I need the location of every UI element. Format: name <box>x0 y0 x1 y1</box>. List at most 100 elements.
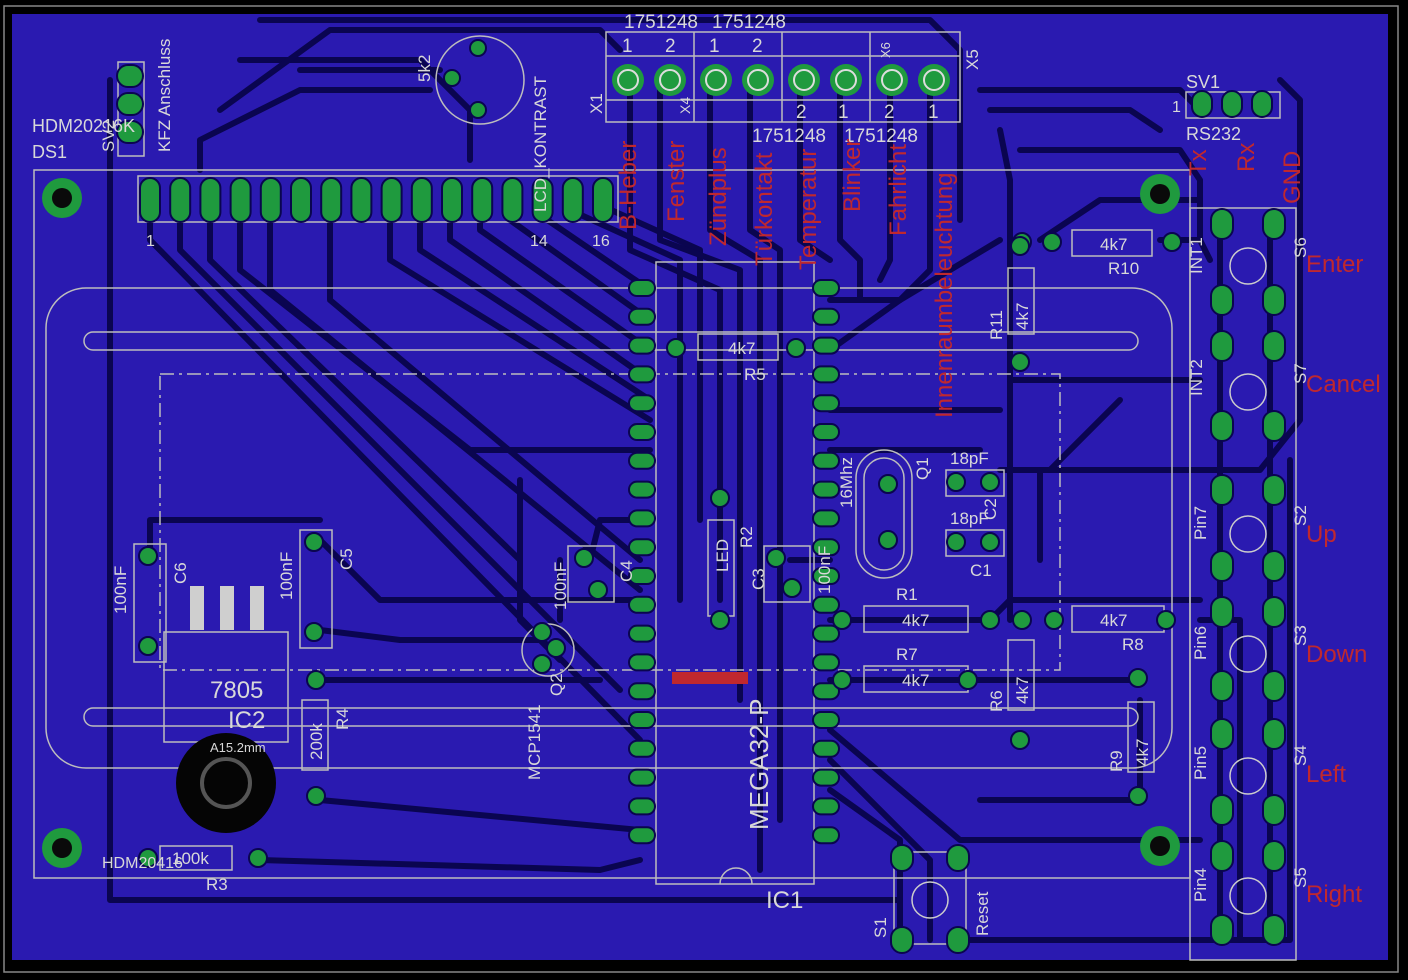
pad <box>878 530 898 550</box>
pad <box>628 451 656 470</box>
label-x1: X1 <box>587 93 606 114</box>
pad <box>946 926 970 954</box>
pad <box>812 538 840 557</box>
label-q1: Q1 <box>913 457 932 480</box>
r4-body <box>301 699 329 771</box>
label-c2-value: 18pF <box>950 449 989 468</box>
pad <box>812 451 840 470</box>
label-pin: 2 <box>884 102 895 123</box>
label-mid-numbers-a: 1751248 <box>752 126 826 147</box>
pad <box>1210 794 1234 826</box>
label-c1: C1 <box>970 561 992 580</box>
label-innenraum: Innenraumbeleuchtung <box>931 172 958 418</box>
label-gnd: GND <box>1279 151 1306 204</box>
pad <box>1210 596 1234 628</box>
pad <box>980 532 1000 552</box>
pad <box>532 654 552 674</box>
c1-outline <box>945 529 1005 557</box>
pad <box>628 279 656 297</box>
pad <box>786 338 806 358</box>
pad <box>628 509 656 528</box>
pad <box>832 610 852 630</box>
pad <box>1221 90 1243 118</box>
label-r7: R7 <box>896 645 918 664</box>
pad <box>812 797 840 816</box>
label-x6: X6 <box>878 42 893 58</box>
pad <box>812 682 840 701</box>
c2-outline <box>945 469 1005 497</box>
label-int1: INT1 <box>1187 237 1206 274</box>
r6-body <box>1007 639 1035 711</box>
label-pin6: Pin6 <box>1191 626 1210 660</box>
pad <box>812 567 840 585</box>
pad <box>832 670 852 690</box>
label-temperatur: Temperatur <box>795 149 822 270</box>
pad <box>1262 330 1286 362</box>
pad <box>812 279 840 297</box>
lcd-glass-bottom <box>83 707 1139 727</box>
label-pin: 1 <box>709 36 720 57</box>
pad <box>812 394 840 413</box>
pad <box>628 423 656 441</box>
pad <box>1262 410 1286 442</box>
pad <box>561 177 584 223</box>
label-r4-value: 200k <box>307 723 326 760</box>
pad <box>628 567 656 585</box>
c6-outline <box>133 543 167 663</box>
pad <box>980 472 1000 492</box>
label-s4: S4 <box>1291 745 1310 766</box>
regulator-legs <box>190 586 264 630</box>
silkscreen-outlines <box>33 31 1297 961</box>
label-reset: Reset <box>973 891 992 936</box>
label-pot-value: 5k2 <box>415 55 434 82</box>
ic1-notch <box>719 867 753 885</box>
pad <box>1262 474 1286 506</box>
pad <box>259 177 282 223</box>
label-r3: R3 <box>206 875 228 894</box>
pad <box>1128 786 1148 806</box>
label-r7-value: 4k7 <box>902 671 929 690</box>
label-pin: 1 <box>838 102 849 123</box>
label-enter: Enter <box>1306 251 1363 278</box>
pad <box>1044 610 1064 630</box>
pad <box>1262 550 1286 582</box>
pad <box>1210 840 1234 872</box>
label-pin: 2 <box>796 102 807 123</box>
pad <box>306 786 326 806</box>
pad <box>628 394 656 413</box>
label-bheber: B-Heber <box>615 141 642 230</box>
pad <box>628 307 656 326</box>
label-c3-value: 100nF <box>815 546 834 594</box>
pad <box>812 336 840 355</box>
label-c6: C6 <box>171 562 190 584</box>
label-c5-value: 100nF <box>277 552 296 600</box>
pad <box>441 177 463 223</box>
buzzer-body <box>176 733 276 833</box>
pad <box>546 638 566 658</box>
pad <box>588 580 608 600</box>
terminal-screws <box>612 64 950 96</box>
switch-column-outline <box>1189 207 1297 961</box>
label-c5: C5 <box>337 548 356 570</box>
label-s3: S3 <box>1291 625 1310 646</box>
label-r3-value: 100k <box>172 849 209 868</box>
pad <box>812 711 840 729</box>
label-r9-value: 4k7 <box>1133 739 1152 766</box>
lcd-header-outline <box>137 175 619 223</box>
buzzer-ring <box>200 757 252 809</box>
pad <box>1262 670 1286 702</box>
label-s2: S2 <box>1291 505 1310 526</box>
label-fahrlicht: Fahrlicht <box>885 144 912 236</box>
pad <box>1210 208 1234 240</box>
label-pin: 2 <box>752 36 763 57</box>
label-fenster: Fenster <box>663 141 690 222</box>
pad <box>1210 330 1234 362</box>
label-pin: 1 <box>928 102 939 123</box>
pad <box>1210 410 1234 442</box>
pad <box>628 336 656 355</box>
pad <box>138 546 158 566</box>
pad <box>628 768 656 787</box>
label-cancel: Cancel <box>1306 371 1381 398</box>
pad <box>1010 236 1030 256</box>
